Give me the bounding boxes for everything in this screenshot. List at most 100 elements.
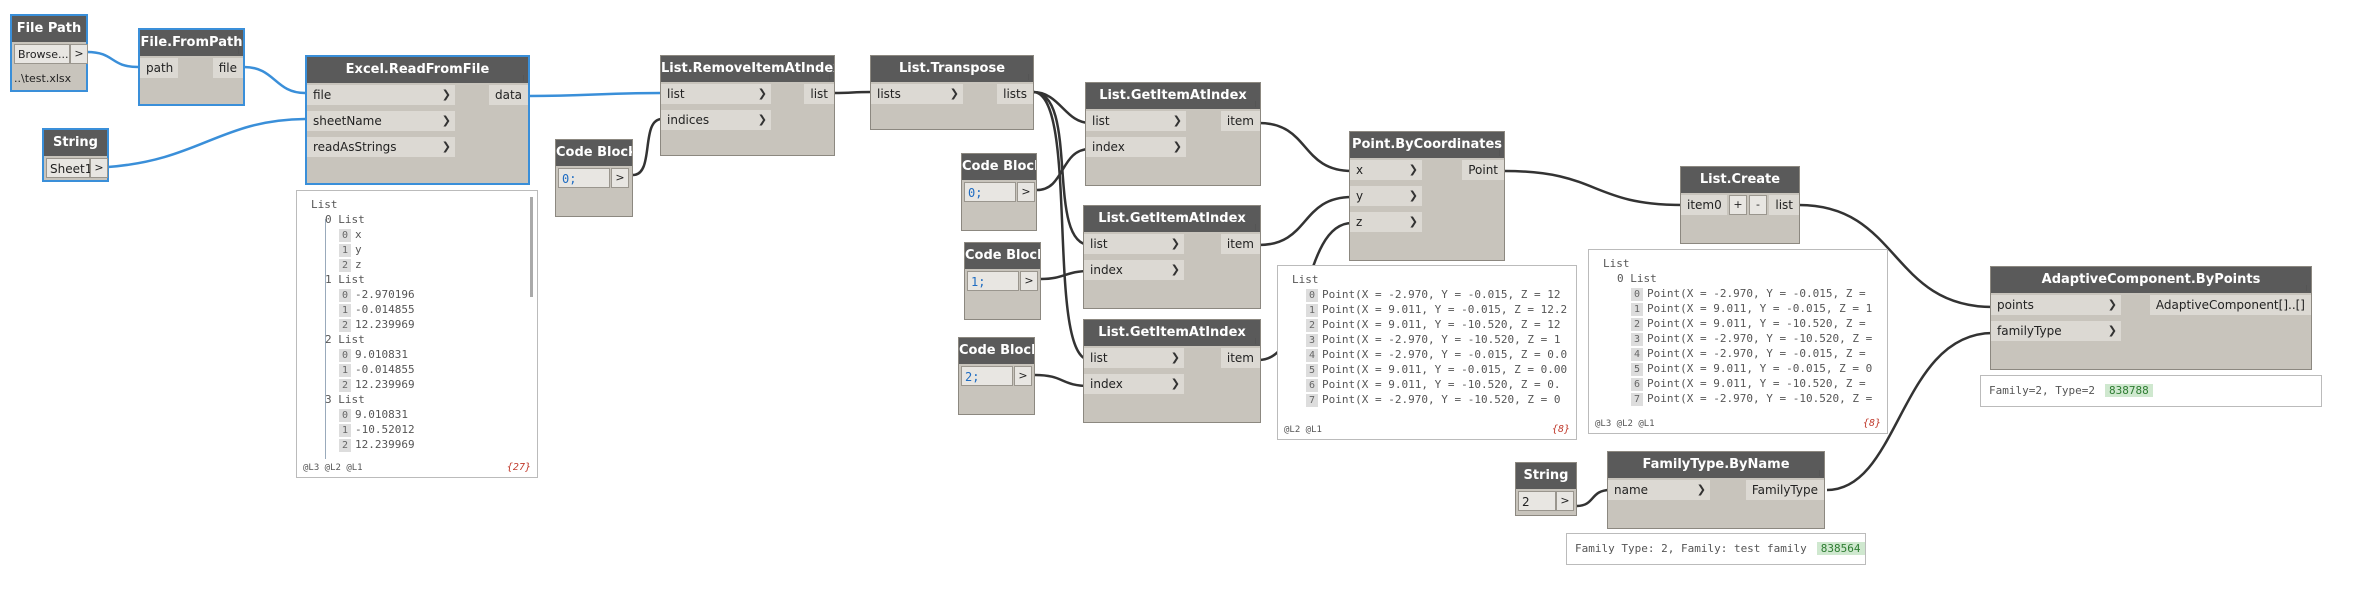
resize-grip[interactable]	[523, 75, 524, 81]
node-file-path[interactable]: File Path Browse... > ..\test.xlsx	[10, 14, 88, 92]
resize-grip[interactable]	[1028, 74, 1029, 80]
port-out-point[interactable]: Point	[1462, 160, 1504, 180]
preview-value: List	[311, 198, 338, 211]
node-code-block-b[interactable]: Code Block 1; >	[964, 242, 1041, 320]
node-code-block-0[interactable]: Code Block 0; >	[555, 139, 633, 217]
port-in-x[interactable]: x❯	[1350, 160, 1422, 180]
node-title: Point.ByCoordinates	[1350, 132, 1504, 158]
resize-grip[interactable]	[2306, 285, 2307, 291]
port-in-points[interactable]: points❯	[1991, 295, 2121, 315]
wire-point-listcreate	[1504, 169, 1684, 207]
preview-index: 1	[1631, 303, 1644, 316]
preview-value: -0.014855	[355, 303, 415, 316]
string-input[interactable]: 2	[1518, 491, 1556, 511]
port-in-list[interactable]: list❯	[1084, 348, 1184, 368]
port-label: index	[1092, 140, 1125, 154]
port-out-adaptive[interactable]: AdaptiveComponent[]..[]	[2149, 295, 2311, 315]
node-code-block-a[interactable]: Code Block 0; >	[961, 153, 1037, 231]
port-out-item[interactable]: item	[1220, 111, 1260, 131]
code-output-button[interactable]: >	[1014, 366, 1032, 386]
resize-grip[interactable]	[1255, 101, 1256, 107]
code-input[interactable]: 0;	[558, 168, 610, 188]
port-in-z[interactable]: z❯	[1350, 212, 1422, 232]
node-code-block-c[interactable]: Code Block 2; >	[958, 337, 1035, 415]
port-label: lists	[877, 87, 901, 101]
preview-index: 5	[1306, 364, 1319, 377]
port-arrow-icon: ❯	[757, 113, 767, 126]
string-input[interactable]: Sheet1	[46, 158, 92, 178]
node-remove-item[interactable]: List.RemoveItemAtIndex list❯ indices❯ li…	[660, 55, 835, 156]
port-in-path[interactable]: path	[140, 58, 178, 78]
preview-line: 2 List	[325, 332, 365, 347]
node-excel-read[interactable]: Excel.ReadFromFile file❯ sheetName❯ read…	[305, 55, 530, 185]
node-family-type[interactable]: FamilyType.ByName name❯ FamilyType	[1607, 451, 1825, 529]
port-out-lists[interactable]: lists	[997, 84, 1033, 104]
node-point-by-coords[interactable]: Point.ByCoordinates x❯ y❯ z❯ Point	[1349, 131, 1505, 261]
node-adaptive-component[interactable]: AdaptiveComponent.ByPoints points❯ famil…	[1990, 266, 2312, 370]
add-input-button[interactable]: +	[1729, 195, 1747, 215]
wire-cba-get1	[1036, 147, 1091, 192]
code-input[interactable]: 2;	[961, 366, 1013, 386]
node-string-sheet[interactable]: String Sheet1 >	[42, 128, 109, 182]
remove-input-button[interactable]: -	[1749, 195, 1767, 215]
port-out-list[interactable]: list	[1769, 195, 1799, 215]
port-out-list[interactable]: list	[804, 84, 834, 104]
port-in-lists[interactable]: lists❯	[871, 84, 963, 104]
code-input[interactable]: 1;	[967, 271, 1019, 291]
element-id-badge: 838564	[1816, 542, 1865, 555]
preview-line: 0 List	[325, 212, 365, 227]
port-out-item[interactable]: item	[1220, 234, 1260, 254]
browse-button[interactable]: Browse...	[14, 44, 70, 64]
port-in-list[interactable]: list❯	[1084, 234, 1184, 254]
port-label: file	[313, 88, 332, 102]
port-out-data[interactable]: data	[488, 85, 528, 105]
port-in-familytype[interactable]: familyType❯	[1991, 321, 2121, 341]
port-in-y[interactable]: y❯	[1350, 186, 1422, 206]
preview-scrollbar[interactable]	[530, 197, 533, 297]
preview-levels: @L2 @L1	[1284, 425, 1322, 435]
node-get-item-2[interactable]: List.GetItemAtIndex list❯ index❯ item	[1083, 205, 1261, 309]
code-output-button[interactable]: >	[1017, 182, 1035, 202]
port-in-indices[interactable]: indices❯	[661, 110, 771, 130]
port-in-name[interactable]: name❯	[1608, 480, 1710, 500]
port-in-file[interactable]: file❯	[307, 85, 455, 105]
port-in-list[interactable]: list❯	[1086, 111, 1186, 131]
port-out-item[interactable]: item	[1220, 348, 1260, 368]
resize-grip[interactable]	[1255, 224, 1256, 230]
port-in-item0[interactable]: item0	[1681, 195, 1727, 215]
node-get-item-3[interactable]: List.GetItemAtIndex list❯ index❯ item	[1083, 319, 1261, 423]
code-input[interactable]: 0;	[964, 182, 1016, 202]
port-in-list[interactable]: list❯	[661, 84, 771, 104]
string-output-button[interactable]: >	[90, 158, 108, 178]
resize-grip[interactable]	[238, 48, 239, 54]
node-string-2[interactable]: String 2 >	[1515, 462, 1577, 516]
resize-grip[interactable]	[1819, 470, 1820, 476]
preview-index: 0	[1306, 289, 1319, 302]
port-in-readasstrings[interactable]: readAsStrings❯	[307, 137, 455, 157]
code-output-button[interactable]: >	[1020, 271, 1038, 291]
port-in-index[interactable]: index❯	[1086, 137, 1186, 157]
node-get-item-1[interactable]: List.GetItemAtIndex list❯ index❯ item	[1085, 82, 1261, 186]
node-file-from-path[interactable]: File.FromPath path file	[138, 28, 245, 106]
port-out-file[interactable]: file	[212, 58, 243, 78]
node-list-create[interactable]: List.Create item0 + - list	[1680, 166, 1800, 244]
resize-grip[interactable]	[829, 74, 830, 80]
code-output-button[interactable]: >	[611, 168, 629, 188]
node-transpose[interactable]: List.Transpose lists❯ lists	[870, 55, 1034, 130]
browse-arrow-button[interactable]: >	[70, 44, 88, 64]
resize-grip[interactable]	[1255, 338, 1256, 344]
string-output-button[interactable]: >	[1556, 491, 1574, 511]
resize-grip[interactable]	[1499, 150, 1500, 156]
port-out-familytype[interactable]: FamilyType	[1745, 480, 1824, 500]
port-in-index[interactable]: index❯	[1084, 374, 1184, 394]
preview-value: -2.970196	[355, 288, 415, 301]
port-in-index[interactable]: index❯	[1084, 260, 1184, 280]
port-in-sheetname[interactable]: sheetName❯	[307, 111, 455, 131]
node-title: Code Block	[965, 243, 1040, 269]
